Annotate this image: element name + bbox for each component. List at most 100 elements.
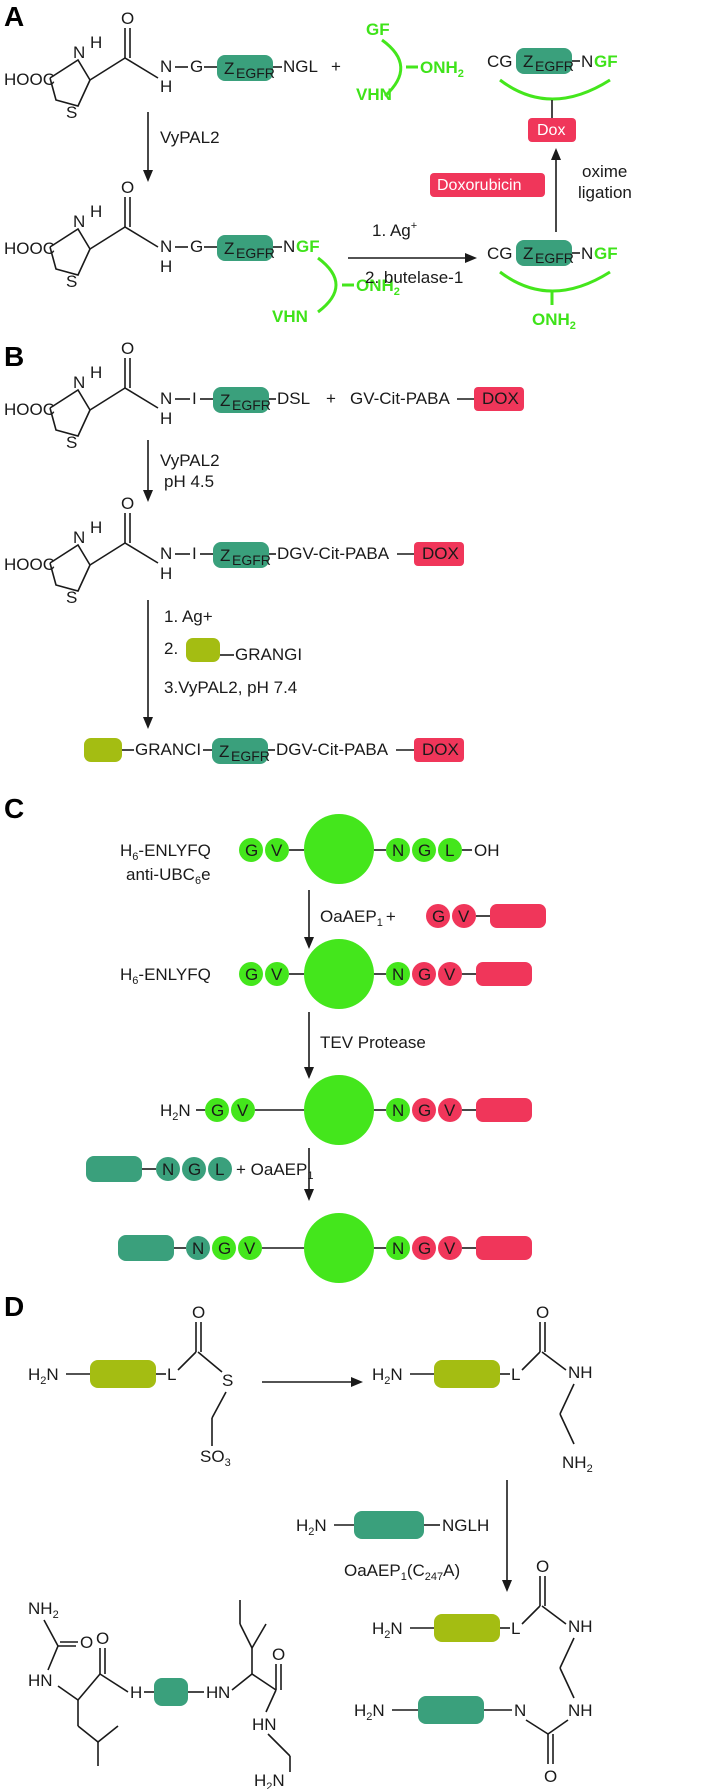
c5-n2: N — [392, 1239, 404, 1258]
a2-s: S — [66, 272, 77, 291]
svg-text:H6-ENLYFQ: H6-ENLYFQ — [120, 841, 211, 863]
a1-onh: ONH — [420, 58, 458, 77]
c2-n: N — [392, 965, 404, 984]
c1-protein-circle — [304, 814, 374, 884]
c4-l: L — [215, 1160, 224, 1179]
d5-hn2: HN — [252, 1715, 277, 1734]
b-arrow1-vypal2: VyPAL2 — [160, 451, 220, 470]
svg-text:H2N: H2N — [354, 1701, 385, 1723]
d2-olive-box — [434, 1360, 500, 1388]
c5-v2: V — [444, 1239, 456, 1258]
b2-dgv: DGV-Cit-PABA — [277, 544, 390, 563]
a3-onh: ONH — [532, 310, 570, 329]
b3-zegfr-domain — [212, 738, 268, 764]
svg-text:ONH2: ONH2 — [532, 310, 576, 332]
d5-n2: N — [272, 1771, 284, 1789]
d1-so: SO — [200, 1447, 225, 1466]
c5-g: G — [218, 1239, 231, 1258]
d4-n: N — [390, 1619, 402, 1638]
a2-h: H — [90, 202, 102, 221]
c-reagent-teal: N G L + OaAEP1 — [86, 1156, 313, 1182]
a4-gf: GF — [594, 52, 618, 71]
d-thioester: H2N L O S SO3 — [28, 1303, 233, 1469]
c1-g: G — [245, 841, 258, 860]
a4-dox-label: Dox — [537, 122, 565, 139]
a2-egfr: EGFR — [236, 245, 275, 261]
a1-plus: + — [331, 57, 341, 76]
d3-a: A) — [443, 1561, 460, 1580]
d4-n2: N — [514, 1701, 526, 1720]
d-side-product: NH2 O HN O H H N O HN H2N — [28, 1599, 291, 1789]
b-step1: 1. Ag+ — [164, 607, 213, 626]
d5-two: 2 — [266, 1781, 272, 1789]
c5-g2: G — [418, 1239, 431, 1258]
svg-text:H2N: H2N — [372, 1619, 403, 1641]
d4-h2: H — [354, 1701, 366, 1720]
b2-egfr: EGFR — [232, 552, 271, 568]
b3-dox-label: DOX — [422, 740, 459, 759]
section-label-b: B — [4, 341, 24, 372]
c2-red-box — [476, 962, 532, 986]
b2-h: H — [90, 518, 102, 537]
b2-h2: H — [160, 564, 172, 583]
b2-o: O — [121, 494, 134, 513]
c4-teal-box — [86, 1156, 142, 1182]
c1-g2: G — [418, 841, 431, 860]
b-row3-product: GRANCI Z EGFR DGV-Cit-PABA DOX — [84, 738, 464, 764]
d2-nh2-sub: 2 — [587, 1463, 593, 1475]
a1-gf: GF — [366, 20, 390, 39]
a1-onh-sub: 2 — [458, 68, 464, 80]
c3-v: V — [237, 1101, 249, 1120]
svg-text:OaAEP1+: OaAEP1+ — [320, 907, 396, 929]
d3-c247: 247 — [425, 1571, 443, 1583]
c5-teal-box — [118, 1235, 174, 1261]
d2-n: N — [390, 1365, 402, 1384]
c2-v: V — [271, 965, 283, 984]
b2-zegfr-domain — [213, 542, 269, 568]
c3-protein-circle — [304, 1075, 374, 1145]
a1-s: S — [66, 103, 77, 122]
a2-onh-sub: 2 — [394, 286, 400, 298]
d2-nh: NH — [568, 1363, 593, 1382]
d5-o3: O — [272, 1645, 285, 1664]
c1-anti: anti-UBC — [126, 865, 195, 884]
d1-l: L — [167, 1365, 176, 1384]
d4-teal-box — [418, 1696, 484, 1724]
d5-h3: H — [254, 1771, 266, 1789]
b-step3: 3.VyPAL2, pH 7.4 — [164, 678, 297, 697]
c2-six: 6 — [132, 975, 138, 987]
d4-olive-box — [434, 1614, 500, 1642]
a3-z: Z — [523, 244, 533, 263]
c3-red-box — [476, 1098, 532, 1122]
d1-two: 2 — [40, 1375, 46, 1387]
d4-two2: 2 — [366, 1711, 372, 1723]
c-arrow2-tev: TEV Protease — [320, 1033, 426, 1052]
b3-dgv: DGV-Cit-PABA — [276, 740, 389, 759]
a2-hooc: HOOC — [4, 239, 55, 258]
a4-dox-box — [528, 118, 576, 142]
d2-two: 2 — [384, 1375, 390, 1387]
d5-nh2: NH — [28, 1599, 53, 1618]
c5-v: V — [244, 1239, 256, 1258]
c2-h: H — [120, 965, 132, 984]
c4-g: G — [188, 1160, 201, 1179]
a2-gf: GF — [296, 237, 320, 256]
a1-h2: H — [160, 77, 172, 96]
b1-h: H — [90, 363, 102, 382]
c1-anti-e: e — [201, 865, 210, 884]
d3-two: 2 — [308, 1526, 314, 1538]
d3-h: H — [296, 1516, 308, 1535]
b1-dsl: DSL — [277, 389, 310, 408]
b1-zegfr-domain — [213, 387, 269, 413]
a1-zegfr-domain — [217, 55, 273, 81]
b3-granci: GRANCI — [135, 740, 201, 759]
svg-text:H2N: H2N — [372, 1365, 403, 1387]
a3-gf: GF — [594, 244, 618, 263]
d4-n3: N — [372, 1701, 384, 1720]
b3-olive-protein — [84, 738, 122, 762]
a2-h2: H — [160, 257, 172, 276]
c3-h: H — [160, 1101, 172, 1120]
a-cyclized-product: CG Z EGFR N GF ONH2 — [487, 240, 618, 332]
a2-n2: N — [160, 237, 172, 256]
b2-i: I — [192, 544, 197, 563]
